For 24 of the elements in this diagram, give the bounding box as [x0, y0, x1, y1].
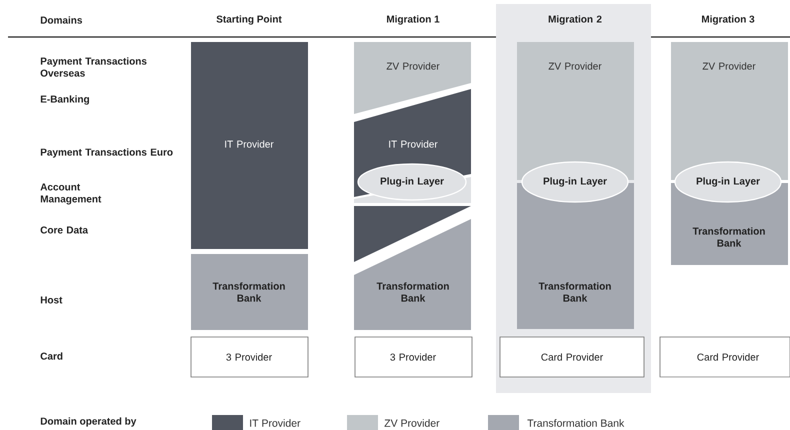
provider-box: Card Provider: [500, 336, 644, 378]
legend-label: ZV Provider: [384, 419, 440, 427]
provider-block: IT Provider: [191, 42, 308, 249]
provider-box: Card Provider: [660, 336, 790, 378]
column-heading: Starting Point: [216, 15, 282, 25]
column-heading: Domains: [40, 16, 82, 24]
column-heading: Migration 1: [387, 15, 440, 25]
row-label: Account Management: [40, 184, 102, 204]
provider-block: [354, 206, 471, 262]
provider-box: 3 Provider: [354, 336, 472, 378]
legend-label: Transformation Bank: [527, 419, 624, 427]
row-label: E-Banking: [40, 95, 89, 105]
row-label: Host: [40, 296, 62, 304]
row-label: Payment Transactions Euro: [40, 148, 173, 158]
row-label: Card: [40, 352, 62, 360]
legend-label: IT Provider: [250, 419, 300, 427]
provider-block: Transformation Bank: [191, 254, 308, 330]
provider-box: 3 Provider: [190, 336, 308, 378]
provider-block: ZV Provider: [354, 42, 471, 114]
row-label: Payment Transactions Overseas: [40, 57, 147, 77]
row-label: Core Data: [40, 226, 88, 234]
column-heading: Migration 3: [702, 15, 754, 25]
provider-block: Transformation Bank: [354, 219, 471, 330]
legend-title: Domain operated by: [40, 417, 136, 427]
